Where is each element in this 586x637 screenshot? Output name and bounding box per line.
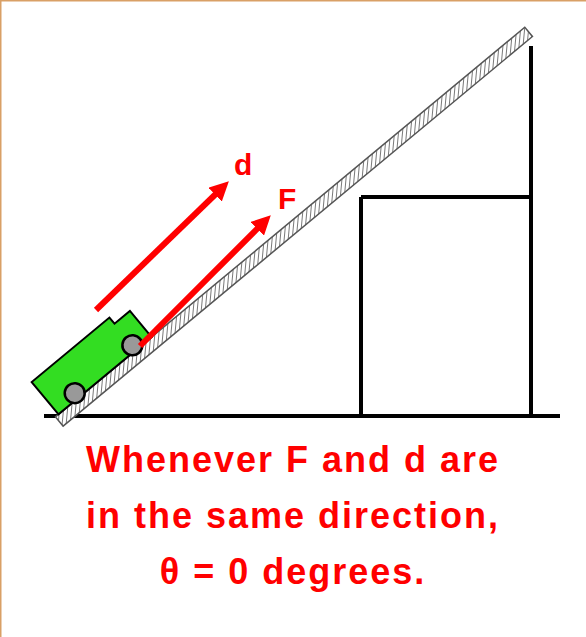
- caption: Whenever F and d are in the same directi…: [73, 432, 513, 600]
- platform-top: [361, 195, 531, 199]
- displacement-label: d: [234, 150, 252, 180]
- ground-line: [44, 414, 560, 418]
- frame-edge: [0, 0, 586, 2]
- displacement-arrow: [96, 188, 222, 310]
- force-arrow: [140, 222, 264, 346]
- ramp-group: [29, 0, 533, 426]
- wheel: [61, 379, 89, 407]
- cart-body: [32, 305, 152, 415]
- support-post: [529, 46, 533, 416]
- ramp: [55, 27, 532, 426]
- frame-edge: [0, 0, 2, 637]
- platform-wall: [359, 197, 363, 416]
- cart: [32, 305, 154, 418]
- force-label: F: [278, 184, 296, 214]
